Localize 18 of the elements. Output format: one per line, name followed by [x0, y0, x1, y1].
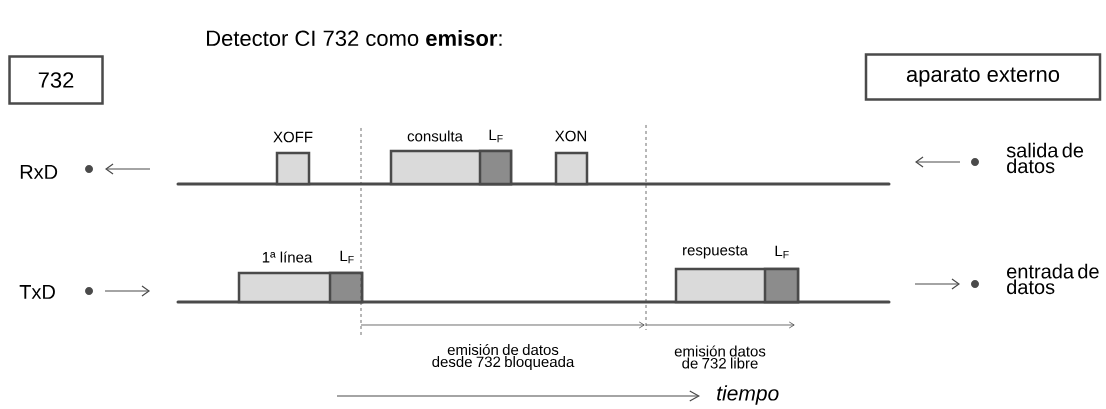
pulse-label: L$_{F}$ — [340, 250, 354, 264]
pulse-label: XOFF — [273, 131, 313, 143]
pulse-label: 1ª línea — [262, 251, 313, 263]
port-label: entrada de datos — [1007, 263, 1099, 295]
pulse-label: consulta — [407, 130, 463, 142]
pulse-label: L$_{F}$ — [775, 245, 789, 259]
signal-name: RxD — [20, 165, 58, 179]
device-box: 732 — [8, 55, 104, 105]
pulse-label: L$_{F}$ — [489, 129, 503, 143]
pulse-label: respuesta — [683, 245, 748, 259]
port-label: salida de datos — [1006, 142, 1084, 174]
interval-label: emisión datos de 732 libre — [674, 345, 766, 369]
title: Detector CI 732 como emisor: — [207, 29, 502, 47]
device-box: aparato externo — [864, 53, 1102, 101]
interval-label: emisión de datos desde 732 bloqueada — [432, 343, 575, 371]
signal-name: TxD — [19, 285, 55, 299]
axis-label: tiempo — [717, 385, 779, 405]
pulse-label: XON — [555, 130, 587, 142]
